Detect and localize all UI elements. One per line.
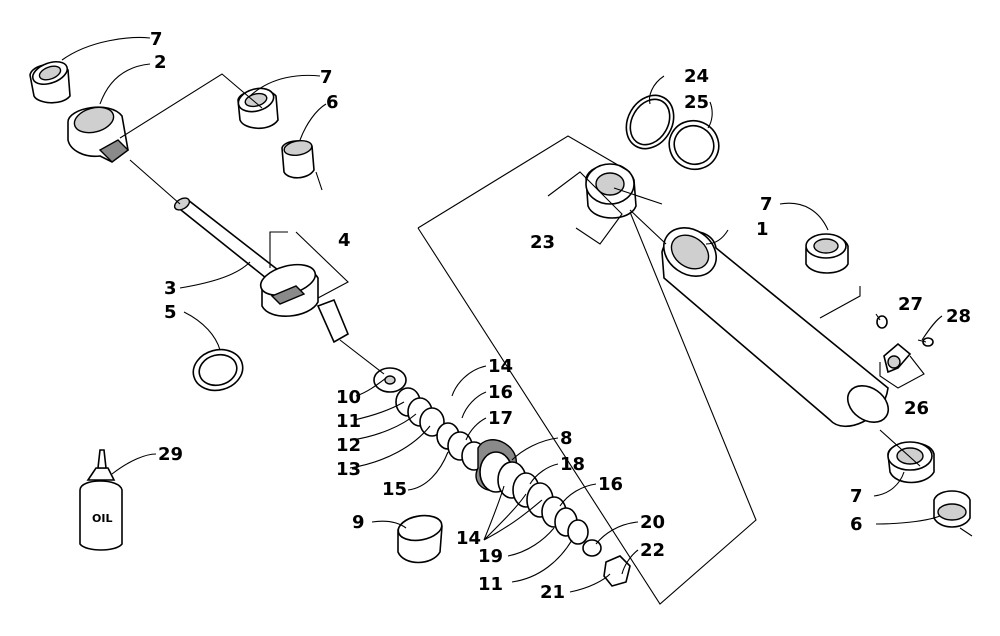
seal-ring-24 xyxy=(625,94,675,150)
reservoir-valve-26 xyxy=(883,342,912,374)
o-ring-5 xyxy=(192,348,244,392)
callout-7: 7 xyxy=(150,29,163,50)
piston-shaft-3 xyxy=(173,197,298,296)
callout-16: 16 xyxy=(488,382,513,403)
callout-26: 26 xyxy=(904,398,929,419)
callout-9: 9 xyxy=(352,512,365,533)
callout-12: 12 xyxy=(336,435,361,456)
callout-17: 17 xyxy=(488,408,513,429)
callout-7: 7 xyxy=(850,486,863,507)
eyelet-mount-2 xyxy=(67,106,130,163)
callout-13: 13 xyxy=(336,459,361,480)
callout-25: 25 xyxy=(684,92,709,113)
callout-20: 20 xyxy=(640,512,665,533)
eyelet-bushing-7-right-lower xyxy=(887,441,935,484)
callout-21: 21 xyxy=(540,582,565,603)
callout-11: 11 xyxy=(336,411,361,432)
bearing-cap-23 xyxy=(585,163,637,219)
screw-28 xyxy=(917,337,934,347)
shim-washer-stack xyxy=(373,367,631,587)
callout-16: 16 xyxy=(598,474,623,495)
callout-1: 1 xyxy=(756,219,769,240)
eyelet-bushing-7-top-left xyxy=(29,60,71,104)
callout-labels: 7 2 7 6 4 3 5 10 11 12 13 14 16 17 15 8 … xyxy=(150,29,971,603)
retaining-ring-9 xyxy=(397,514,443,564)
callout-11: 11 xyxy=(478,574,503,595)
callout-2: 2 xyxy=(154,52,167,73)
callout-27: 27 xyxy=(898,294,923,315)
eyelet-bushing-7-right-upper xyxy=(805,233,849,274)
callout-14: 14 xyxy=(488,356,513,377)
callout-10: 10 xyxy=(336,387,361,408)
shock-body-1 xyxy=(661,227,890,427)
callout-6: 6 xyxy=(850,514,863,535)
callout-28: 28 xyxy=(946,306,971,327)
eyelet-bushing-7-upper xyxy=(237,87,279,130)
oil-bottle-29: OIL xyxy=(79,449,123,551)
callout-5: 5 xyxy=(164,302,177,323)
piston-assembly-4 xyxy=(259,263,350,344)
callout-18: 18 xyxy=(560,454,585,475)
callout-4: 4 xyxy=(338,230,351,251)
callout-23: 23 xyxy=(530,232,555,253)
seal-ring-25 xyxy=(668,119,720,171)
callout-24: 24 xyxy=(684,66,709,87)
callout-8: 8 xyxy=(560,428,573,449)
callout-15: 15 xyxy=(382,479,407,500)
oil-bottle-label: OIL xyxy=(92,512,112,525)
callout-3: 3 xyxy=(164,278,177,299)
callout-14: 14 xyxy=(456,528,481,549)
callout-6: 6 xyxy=(326,92,339,113)
leader-lines xyxy=(61,37,973,605)
eyelet-sleeve-6-upper xyxy=(281,139,315,179)
callout-29: 29 xyxy=(158,444,183,465)
callout-7: 7 xyxy=(760,194,773,215)
eyelet-sleeve-6-lower xyxy=(933,490,971,528)
callout-22: 22 xyxy=(640,540,665,561)
callout-7: 7 xyxy=(320,67,333,88)
callout-19: 19 xyxy=(478,546,503,567)
